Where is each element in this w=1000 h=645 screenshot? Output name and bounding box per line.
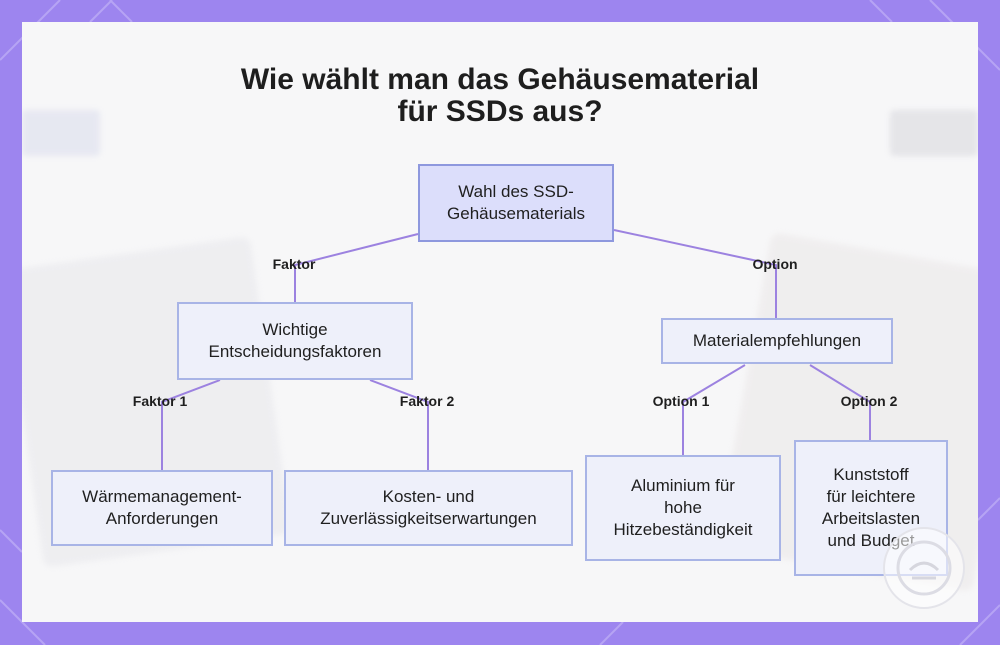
node-text: Wichtige xyxy=(262,320,328,339)
node-text: Kunststoff xyxy=(833,465,909,484)
node-text: Zuverlässigkeitserwartungen xyxy=(320,509,537,528)
node-cost-reliability: Kosten- und Zuverlässigkeitserwartungen xyxy=(284,470,573,546)
node-plastic: Kunststoff für leichtere Arbeitslasten u… xyxy=(794,440,948,576)
brand-badge-icon xyxy=(883,527,965,609)
node-text: Anforderungen xyxy=(105,509,219,528)
background-blur xyxy=(22,110,100,156)
edge-factors-heat xyxy=(161,379,221,470)
node-text: Hitzebeständigkeit xyxy=(613,520,753,539)
node-text: Aluminium für xyxy=(631,476,735,495)
node-text: Arbeitslasten xyxy=(821,509,921,528)
node-text: Kosten- und xyxy=(382,487,475,506)
edge-root-factors xyxy=(294,233,419,302)
edge-label-option1: Option 1 xyxy=(652,393,710,409)
node-text: Materialempfehlungen xyxy=(692,331,862,350)
title-line: für SSDs aus? xyxy=(397,95,603,128)
edge-materials-plastic xyxy=(809,364,871,440)
node-text: Entscheidungsfaktoren xyxy=(208,342,382,361)
diagram-title: Wie wählt man das Gehäusematerial für SS… xyxy=(22,64,978,128)
edge-label-factor1: Faktor 1 xyxy=(132,393,188,409)
title-line: Wie wählt man das Gehäusematerial xyxy=(240,63,760,96)
node-decision-factors: Wichtige Entscheidungsfaktoren xyxy=(177,302,413,380)
edge-materials-aluminium xyxy=(682,364,746,455)
node-text: hohe xyxy=(664,498,702,517)
node-heat-management: Wärmemanagement- Anforderungen xyxy=(51,470,273,546)
node-text: Gehäusematerials xyxy=(447,204,585,223)
node-text: für leichtere xyxy=(826,487,916,506)
node-aluminium: Aluminium für hohe Hitzebeständigkeit xyxy=(585,455,781,561)
edge-root-materials xyxy=(613,229,777,318)
node-material-recommendations: Materialempfehlungen xyxy=(661,318,893,364)
edge-factors-cost xyxy=(369,379,429,470)
edge-label-factor2: Faktor 2 xyxy=(399,393,455,409)
edge-label-factor: Faktor xyxy=(272,256,316,272)
node-root: Wahl des SSD- Gehäusematerials xyxy=(418,164,614,242)
edge-label-option2: Option 2 xyxy=(840,393,898,409)
node-text: Wärmemanagement- xyxy=(82,487,242,506)
background-blur xyxy=(890,110,978,156)
node-text: Wahl des SSD- xyxy=(458,182,574,201)
edge-label-option: Option xyxy=(752,256,798,272)
